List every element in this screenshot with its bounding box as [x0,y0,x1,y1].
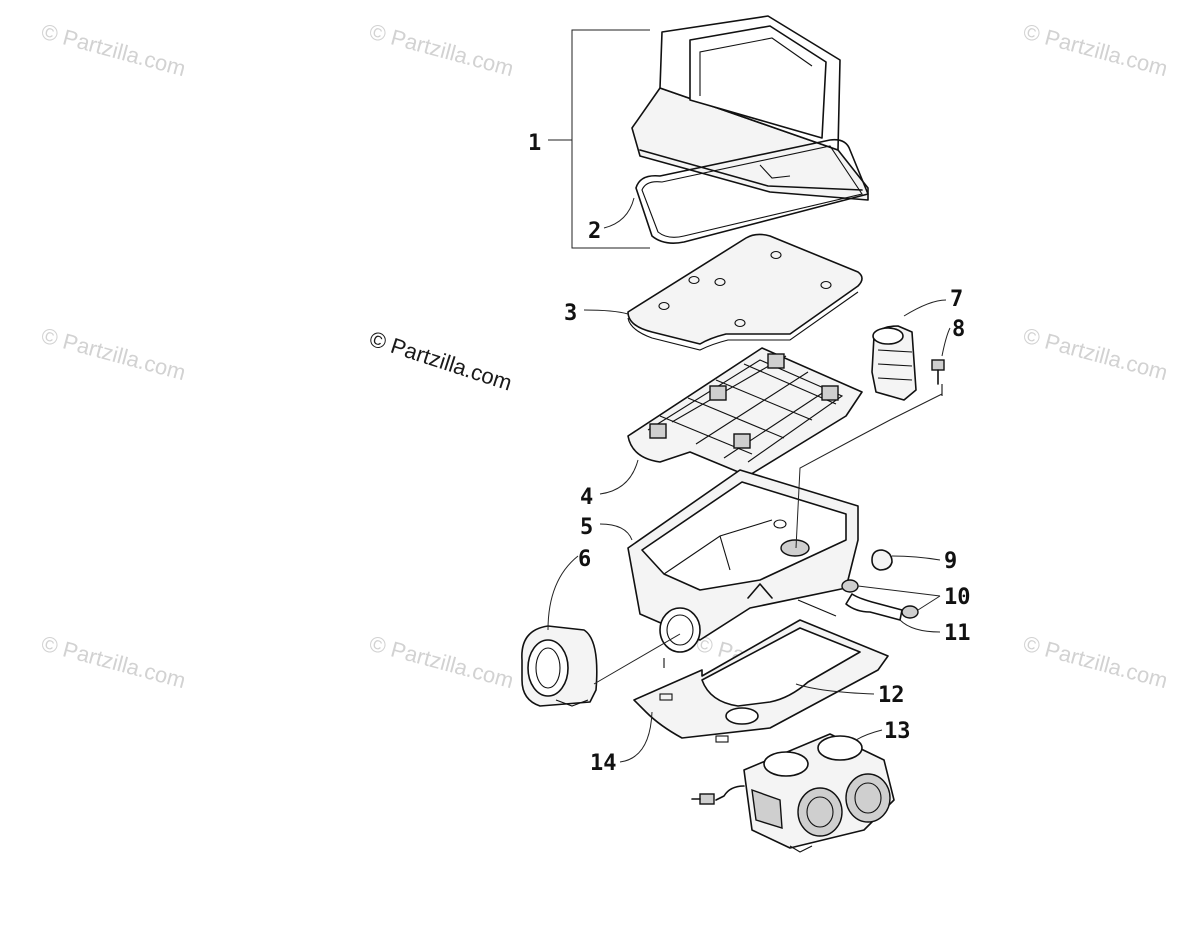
watermark: © Partzilla.com [39,323,189,386]
callout-12: 12 [878,683,905,708]
callout-8: 8 [952,317,965,342]
watermark: © Partzilla.com [367,19,517,82]
part-4-filter-cage [627,347,863,477]
watermark-main: © Partzilla.com [366,326,515,396]
part-11-hose [845,593,903,621]
callout-bracket-1 [548,29,650,249]
watermark-group: © Partzilla.com © Partzilla.com © Partzi… [39,19,1171,694]
part-9-clamp [871,549,893,571]
part-1-airbox-cover [631,15,869,201]
part-14-bracket-plate [633,599,889,743]
part-2-seal [635,138,869,244]
callout-2: 2 [588,219,601,244]
callout-7: 7 [950,287,963,312]
part-13-throttle-body [691,733,895,853]
callout-labels: 1 2 3 4 5 6 7 8 9 10 11 12 13 14 [528,131,971,776]
watermark: © Partzilla.com [367,631,517,694]
housing-outlet-tube [659,607,701,653]
part-7-boot [871,325,917,401]
part-6-intake-duct [521,625,598,707]
callout-13: 13 [884,719,911,744]
callout-11: 11 [944,621,971,646]
watermark: © Partzilla.com [1021,631,1171,694]
callout-10: 10 [944,585,971,610]
part-8-screw [931,359,945,396]
callout-3: 3 [564,301,577,326]
callout-14: 14 [590,751,617,776]
watermark: © Partzilla.com [1021,19,1171,82]
leader-lines [547,197,951,763]
part-5-airbox-housing [627,469,859,641]
part-3-filter [627,233,863,351]
watermark: © Partzilla.com [1021,323,1171,386]
callout-6: 6 [578,547,591,572]
callout-5: 5 [580,515,593,540]
callout-1: 1 [528,131,541,156]
watermark: © Partzilla.com [39,631,189,694]
callout-4: 4 [580,485,593,510]
watermark: © Partzilla.com [39,19,189,82]
part-10-clamps [841,579,919,619]
callout-9: 9 [944,549,957,574]
